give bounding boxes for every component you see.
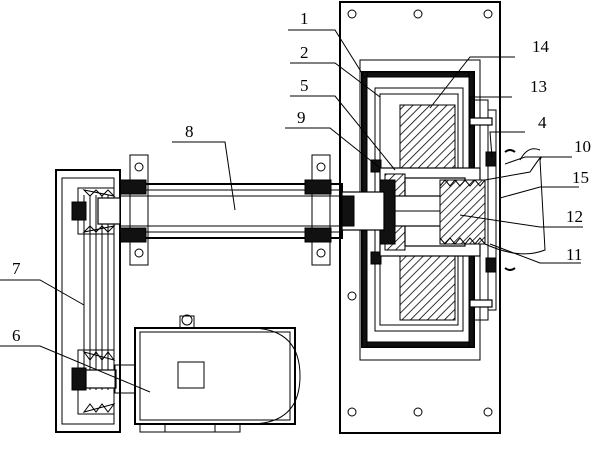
drive-shaft-tube (119, 183, 385, 239)
label-9: 9 (297, 108, 306, 127)
lower-pulley (71, 349, 117, 415)
label-10: 10 (574, 137, 591, 156)
label-6: 6 (12, 326, 21, 345)
upper-pulley (71, 187, 121, 235)
rotor-block-lower (399, 251, 456, 321)
label-8: 8 (185, 122, 194, 141)
bearing-right (304, 154, 332, 266)
rotor-block-upper (399, 104, 456, 174)
part-labels: 1 2 14 5 13 8 9 4 10 15 12 11 7 6 (12, 9, 591, 345)
label-12: 12 (566, 207, 583, 226)
screw-thread (439, 179, 486, 245)
label-15: 15 (572, 168, 589, 187)
bolts (370, 117, 497, 308)
label-13: 13 (530, 77, 547, 96)
label-5: 5 (300, 76, 309, 95)
label-4: 4 (538, 113, 547, 132)
leader-lines (0, 29, 583, 393)
label-14: 14 (532, 37, 550, 56)
label-2: 2 (300, 43, 309, 62)
label-1: 1 (300, 9, 309, 28)
outlet-pipe (484, 148, 546, 271)
label-11: 11 (566, 245, 582, 264)
bearing-left (119, 154, 149, 266)
electric-motor (114, 314, 301, 433)
label-7: 7 (12, 259, 21, 278)
